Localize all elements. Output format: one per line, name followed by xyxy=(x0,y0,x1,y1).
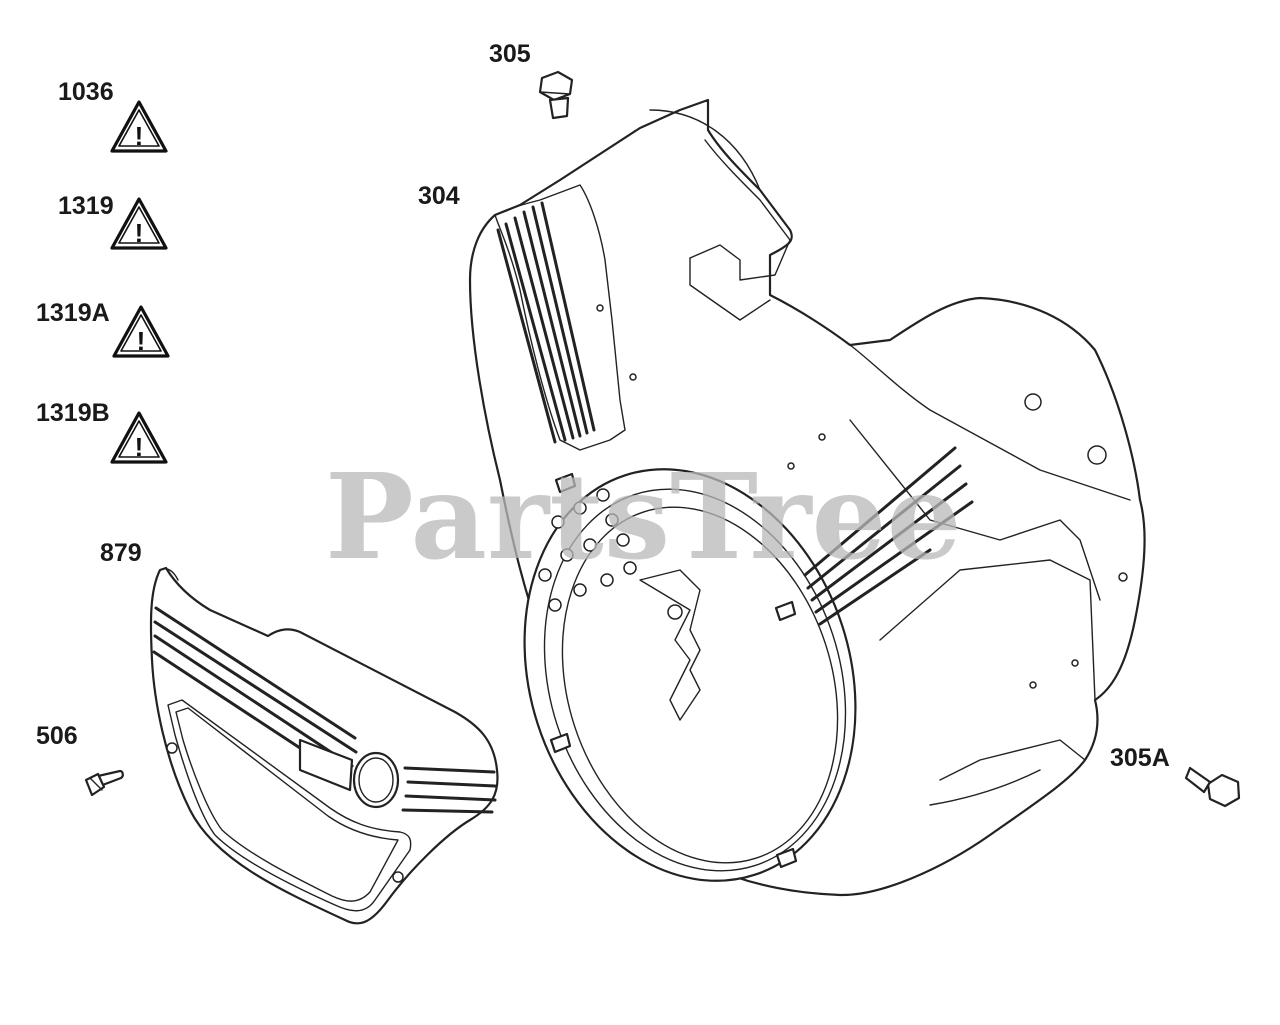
callout-304[interactable]: 304 xyxy=(418,182,460,210)
callout-1319[interactable]: 1319 xyxy=(58,192,114,220)
callout-879[interactable]: 879 xyxy=(100,539,142,567)
part-304-blower-housing[interactable] xyxy=(468,98,1146,924)
warning-triangle-icon: ! xyxy=(112,305,170,358)
decal-1036[interactable]: 1036 ! xyxy=(58,78,168,153)
warning-triangle-icon: ! xyxy=(110,100,168,153)
warning-glyph: ! xyxy=(135,218,144,248)
callout-1319b[interactable]: 1319B xyxy=(36,399,110,427)
callout-1036[interactable]: 1036 xyxy=(58,78,114,106)
callout-305[interactable]: 305 xyxy=(489,40,531,68)
part-879-cover[interactable] xyxy=(149,566,499,925)
decal-1319[interactable]: 1319 ! xyxy=(58,192,168,250)
warning-triangle-icon: ! xyxy=(110,197,168,250)
decal-1319a[interactable]: 1319A ! xyxy=(36,299,170,358)
partstree-watermark: PartsTree xyxy=(325,447,962,586)
decal-1319b[interactable]: 1319B ! xyxy=(36,399,168,464)
warning-triangle-icon: ! xyxy=(110,411,168,464)
part-305-bolt[interactable] xyxy=(538,70,574,120)
warning-glyph: ! xyxy=(135,432,144,462)
callout-305a[interactable]: 305A xyxy=(1110,744,1170,772)
warning-glyph: ! xyxy=(137,326,146,356)
part-305a-bolt[interactable] xyxy=(1184,766,1241,808)
warning-glyph: ! xyxy=(135,121,144,151)
callout-506[interactable]: 506 xyxy=(36,722,78,750)
part-506-screw[interactable] xyxy=(84,769,124,797)
callout-1319a[interactable]: 1319A xyxy=(36,299,110,327)
